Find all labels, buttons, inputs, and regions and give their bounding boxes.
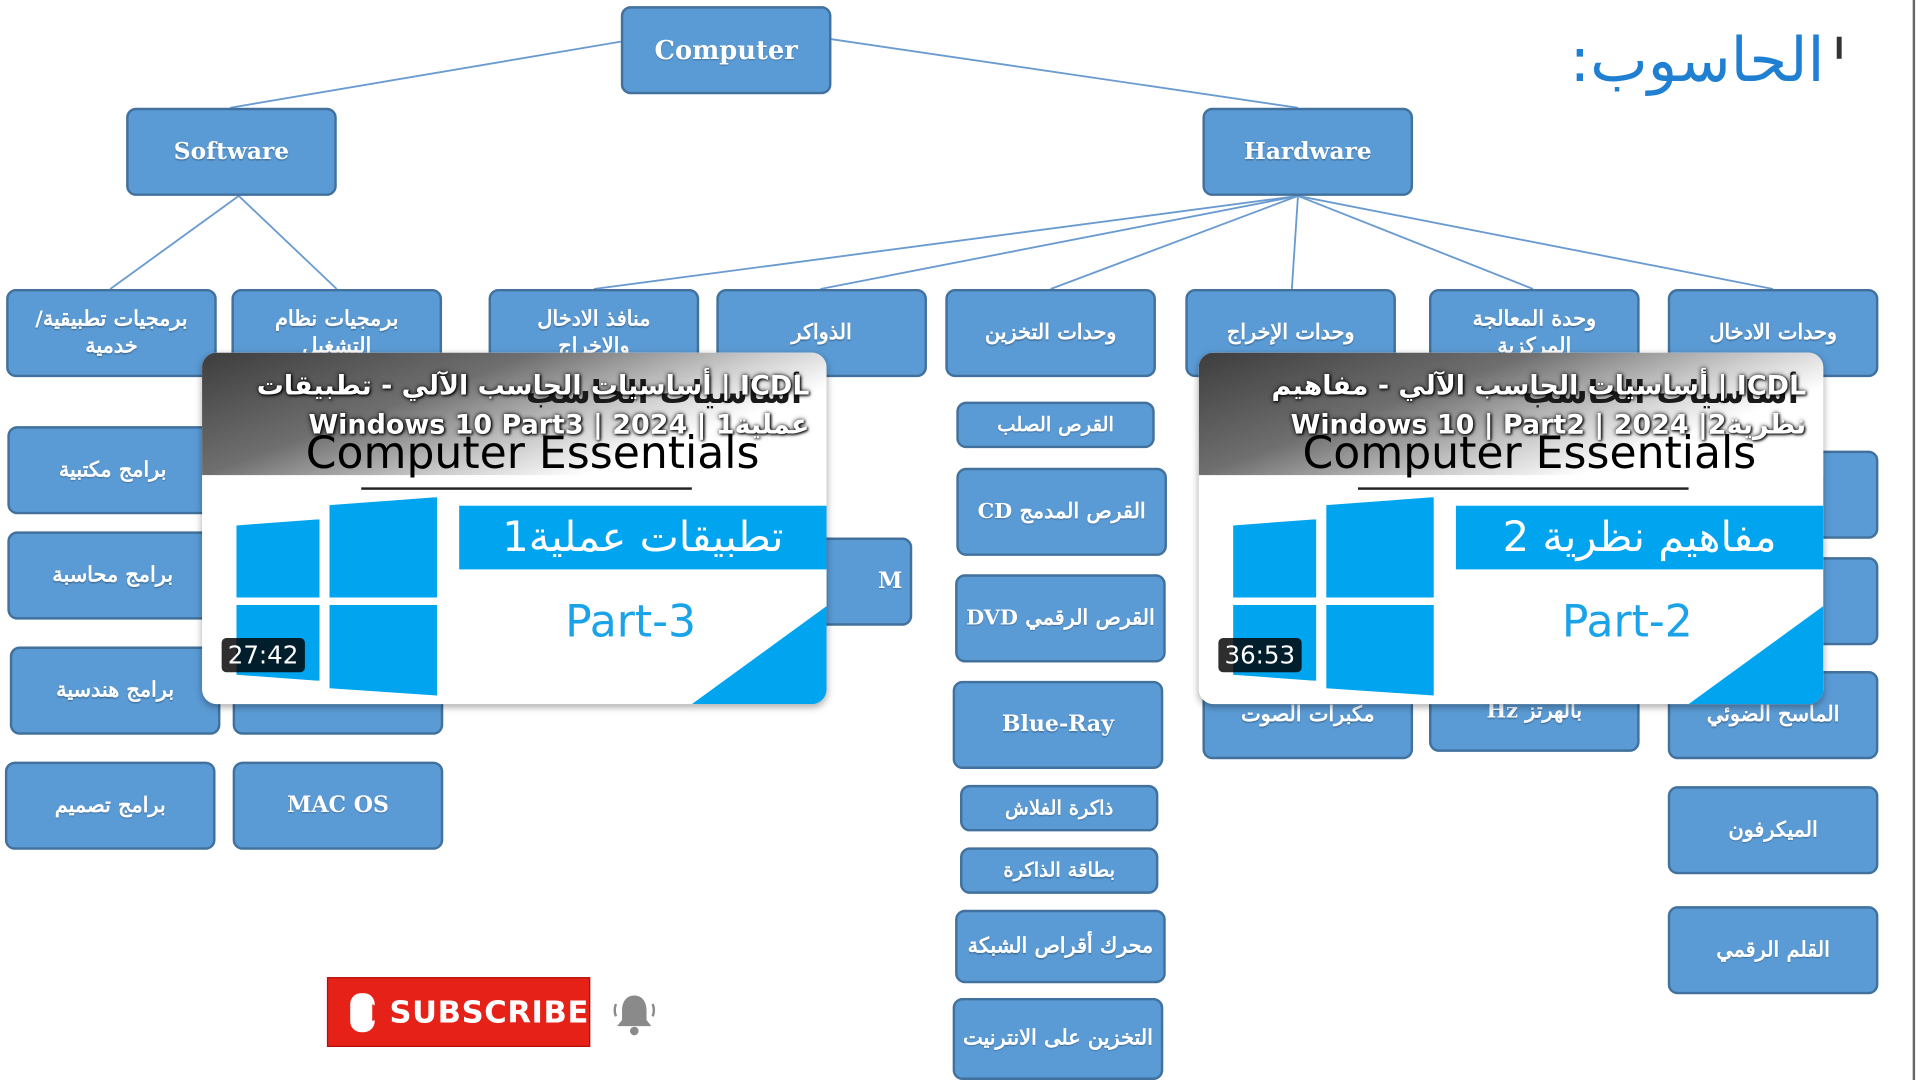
video-title[interactable]: ICDL | أساسيات الحاسب الآلي - تطبيقات عم… — [256, 371, 810, 441]
brand-underline — [1357, 487, 1689, 490]
node-memory-card: بطاقة الذاكرة — [960, 847, 1159, 894]
node-hard-disk: القرص الصلب — [956, 401, 1155, 449]
slide-edge — [1912, 0, 1916, 1080]
thumbnail-brand: Computer Essentials — [1302, 428, 1757, 479]
subscribe-label: SUBSCRIBE — [389, 994, 589, 1030]
node-mac-os: MAC OS — [232, 761, 444, 850]
video-card-part2[interactable]: أساسيات الحاسب ICDL | أساسيات الحاسب الآ… — [1198, 352, 1824, 705]
node-blue-ray: Blue-Ray — [952, 680, 1164, 769]
cursor-mark — [1836, 36, 1842, 59]
node-applications: برمجيات تطبيقية/خدمية — [6, 288, 217, 378]
youtube-play-icon — [350, 992, 389, 1032]
thumbnail-heading: أساسيات الحاسب — [1522, 374, 1799, 412]
node-cd: القرص المدمج CD — [956, 467, 1167, 556]
thumbnail-brand: Computer Essentials — [305, 428, 760, 479]
node-cloud-storage: التخزين على الانترنيت — [952, 997, 1164, 1080]
node-accounting-programs: برامج محاسبة — [7, 531, 218, 620]
brand-underline — [361, 487, 692, 490]
thumbnail-banner: تطبيقات عملية1 — [459, 505, 827, 570]
node-network-drive: محرك أقراص الشبكة — [955, 909, 1166, 984]
corner-accent — [1688, 606, 1824, 705]
node-microphone: الميكرفون — [1667, 786, 1879, 875]
node-digital-pen: القلم الرقمي — [1667, 906, 1879, 995]
subscribe-button[interactable]: SUBSCRIBE — [326, 977, 591, 1047]
video-duration: 27:42 — [221, 637, 305, 673]
thumbnail-heading: أساسيات الحاسب — [525, 374, 803, 412]
thumbnail-banner: مفاهيم نظرية 2 — [1455, 505, 1824, 570]
slide-title: الحاسوب: — [1569, 24, 1825, 96]
node-engineering-programs: برامج هندسية — [9, 646, 221, 735]
thumbnail-part: Part-3 — [565, 597, 697, 648]
node-flash-memory: ذاكرة الفلاش — [960, 784, 1159, 832]
video-duration: 36:53 — [1218, 637, 1302, 673]
node-software: Software — [126, 107, 337, 196]
video-card-part3[interactable]: أساسيات الحاسب ICDL | أساسيات الحاسب الآ… — [202, 352, 827, 705]
node-design-programs: برامج تصميم — [4, 761, 216, 850]
thumbnail-band — [202, 352, 827, 476]
thumbnail-band — [1198, 352, 1824, 476]
video-title[interactable]: ICDL | أساسيات الحاسب الآلي - مفاهيم نظر… — [1271, 371, 1807, 441]
node-storage: وحدات التخزين — [945, 288, 1156, 378]
node-office-programs: برامج مكتبية — [7, 426, 218, 515]
node-dvd: القرص الرقمي DVD — [955, 574, 1166, 663]
node-hardware: Hardware — [1202, 107, 1414, 196]
node-computer: Computer — [620, 6, 832, 95]
corner-accent — [691, 606, 827, 705]
bell-icon[interactable] — [610, 989, 659, 1038]
thumbnail-part: Part-2 — [1561, 597, 1693, 648]
